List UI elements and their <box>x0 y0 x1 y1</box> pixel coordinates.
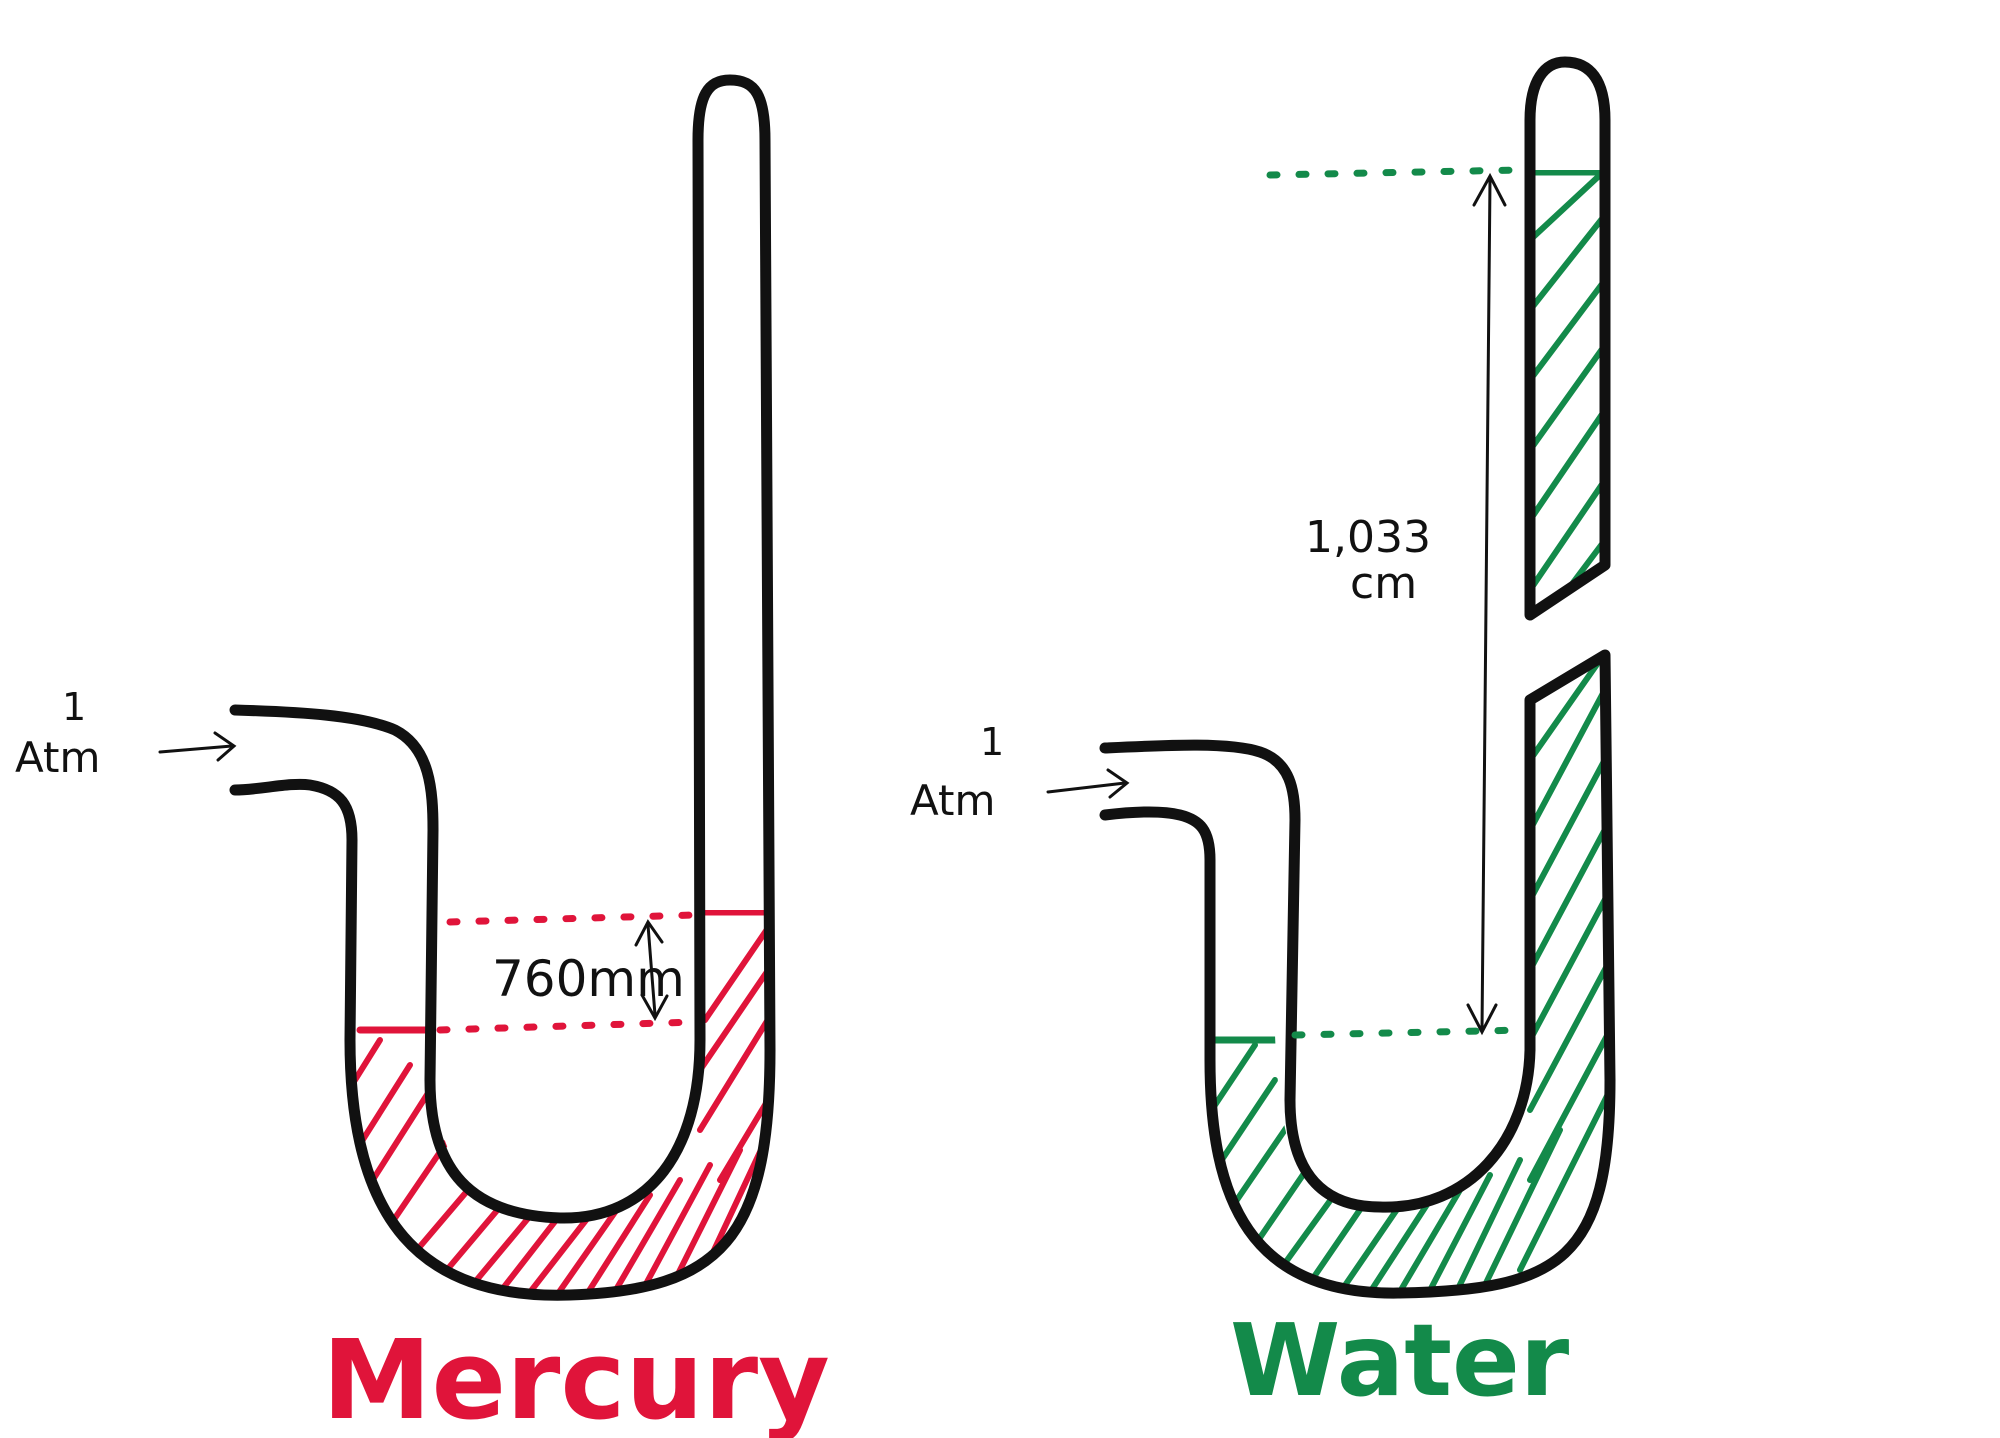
mercury-label: Mercury <box>322 1316 830 1438</box>
mercury-pressure-arrow <box>158 731 237 762</box>
water-tube-lower-outline <box>1099 649 1616 1299</box>
water-pressure-unit: Atm <box>910 776 995 825</box>
mercury-lower-level-line <box>436 1018 699 1034</box>
mercury-height-arrow <box>634 919 669 1022</box>
mercury-tube-outline <box>229 74 776 1301</box>
mercury-barometer: 760mm 1 Atm Mercury <box>15 74 830 1438</box>
water-height-unit: cm <box>1350 558 1417 609</box>
mercury-upper-level-line <box>446 911 699 926</box>
water-fill-upper <box>1530 170 1605 603</box>
water-pressure-arrow <box>1046 768 1130 799</box>
water-height-value: 1,033 <box>1305 512 1431 563</box>
mercury-pressure-unit: Atm <box>15 733 100 782</box>
water-upper-level-line <box>1266 166 1524 179</box>
water-pressure-value: 1 <box>980 720 1004 764</box>
water-barometer: 1,033 cm 1 Atm Water <box>910 56 1616 1419</box>
water-lower-level-line <box>1291 1026 1529 1039</box>
water-tube-upper-outline <box>1524 56 1611 621</box>
water-label: Water <box>1230 1302 1570 1419</box>
water-height-arrow <box>1466 172 1507 1036</box>
mercury-pressure-value: 1 <box>62 685 86 729</box>
mercury-height-label: 760mm <box>492 950 685 1008</box>
